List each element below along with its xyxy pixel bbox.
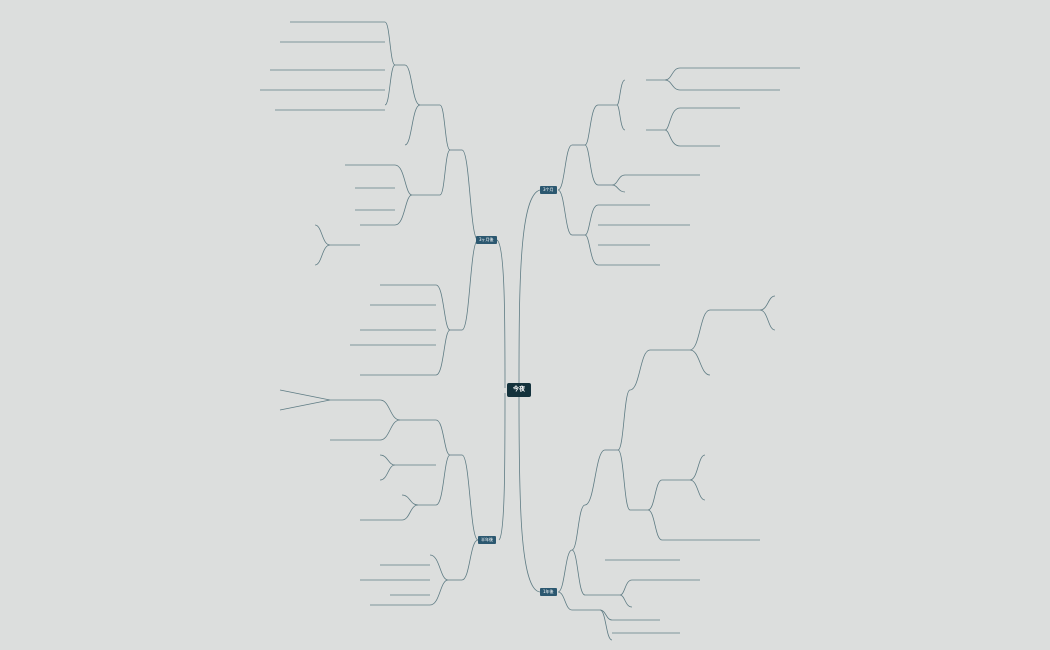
connector-root-1year bbox=[518, 396, 541, 593]
main-topic-half-year[interactable]: 半年後 bbox=[478, 536, 496, 544]
main-topic-3months-after[interactable]: 3ヶ月後 bbox=[476, 236, 497, 244]
connector-root-halfyear bbox=[498, 392, 506, 541]
connector-root-3month bbox=[518, 189, 541, 385]
main-topic-3month[interactable]: 3个月 bbox=[540, 186, 557, 194]
main-topic-1year[interactable]: 1年後 bbox=[540, 588, 557, 596]
root-topic[interactable]: 今夜 bbox=[507, 383, 532, 397]
connector-root-3monthsafter bbox=[496, 239, 506, 389]
